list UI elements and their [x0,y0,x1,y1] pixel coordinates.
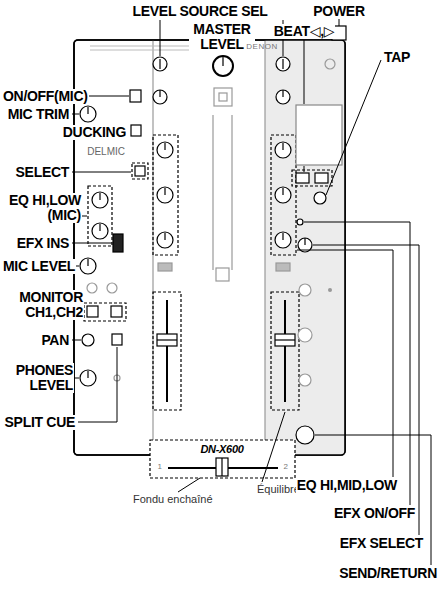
crossfader-mark: 1 [157,462,164,471]
control-label: PAN [40,333,70,348]
brand-logo: DENON [245,42,278,51]
crossfader-mark: 2 [283,462,290,471]
control-label: EQ HI,MID,LOW [296,478,398,493]
control-label: LEVEL SOURCE SEL [132,4,269,19]
overprint-label: DELMIC [86,146,126,157]
control-label: POWER [312,4,365,19]
french-label: Fondu enchaîné [132,493,214,505]
control-label: MASTER LEVEL [189,22,255,52]
model-name: DN-X600 [199,443,244,455]
control-label: SELECT [15,165,70,180]
control-label: DUCKING [62,125,127,140]
control-label: BEAT◁,▷ [273,24,335,39]
control-label: PHONES LEVEL [2,363,74,393]
control-label: EQ HI,LOW (MIC) [2,193,82,223]
control-label: ON/OFF(MIC) [2,89,89,104]
control-label: TAP [383,50,411,65]
control-label: MIC LEVEL [2,259,76,274]
control-label: SEND/RETURN [338,566,438,581]
control-label: EFX SELECT [339,536,424,551]
control-label: MONITOR CH1,CH2 [2,290,84,320]
control-label: SPLIT CUE [4,415,76,430]
control-label: EFX INS [16,236,70,251]
control-label: MIC TRIM [7,107,70,122]
control-label: EFX ON/OFF [333,506,416,521]
